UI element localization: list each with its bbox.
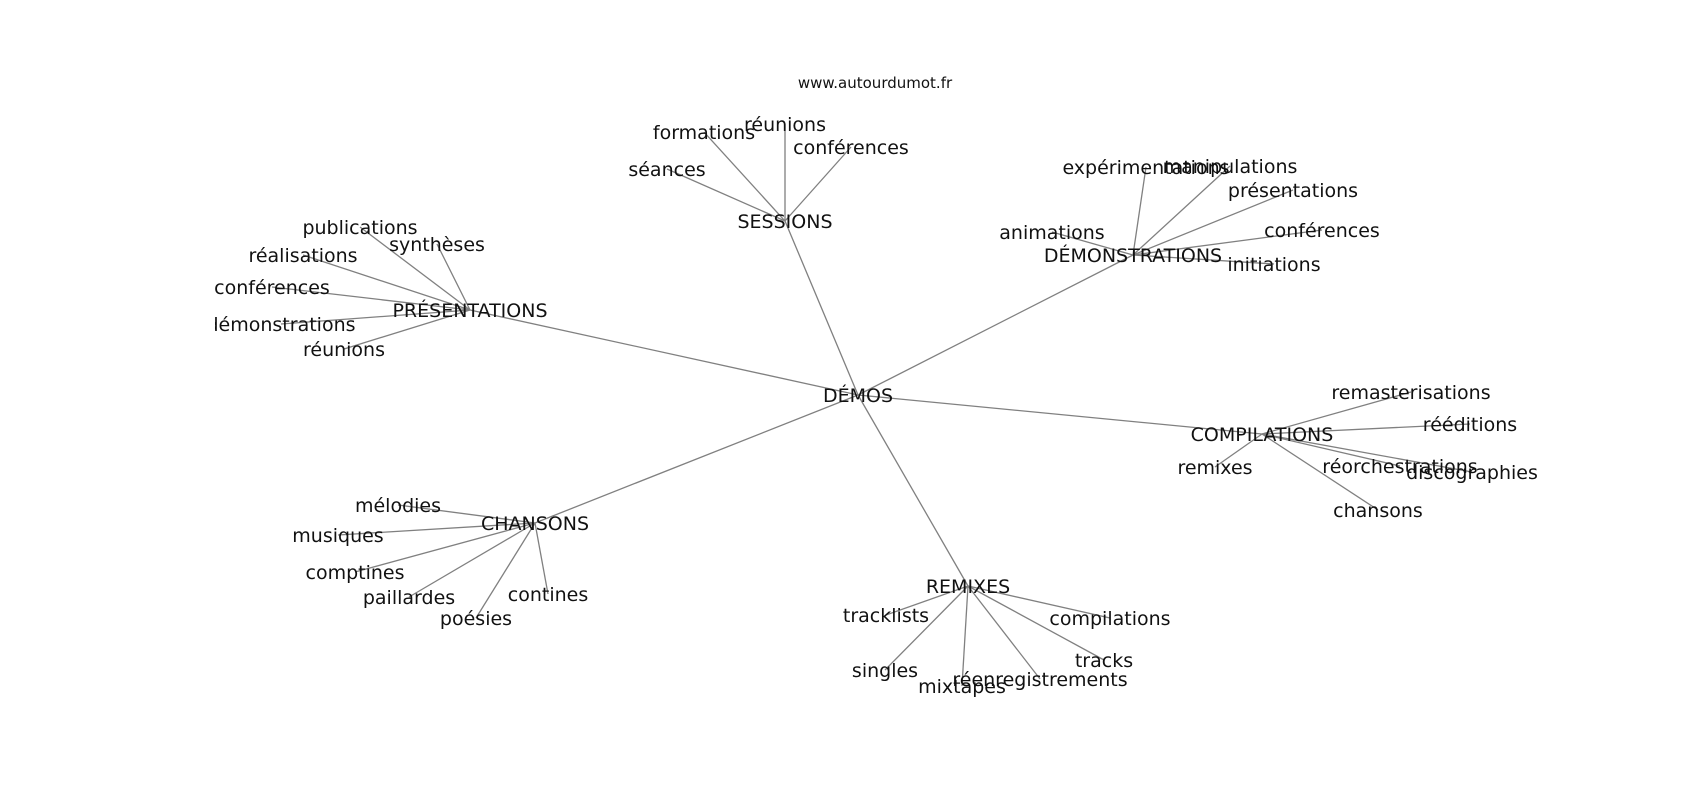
child-node-label: tracks bbox=[1075, 650, 1133, 672]
group-node-label: DÉMONSTRATIONS bbox=[1044, 244, 1222, 267]
edge-group-to-child bbox=[885, 585, 969, 616]
edge-group-to-child bbox=[1132, 166, 1147, 256]
edge-group-to-child bbox=[302, 254, 471, 311]
child-node-label: formations bbox=[653, 122, 755, 144]
edge-group-to-child bbox=[1132, 189, 1294, 256]
edge-group-to-child bbox=[337, 522, 536, 536]
site-url: www.autourdumot.fr bbox=[798, 74, 953, 92]
child-node-label: réorchestrations bbox=[1322, 456, 1477, 478]
edge-group-to-child bbox=[967, 585, 1041, 680]
child-node-label: paillardes bbox=[363, 587, 455, 609]
child-node-label: mixtapes bbox=[918, 676, 1006, 698]
child-node-label: réunions bbox=[303, 339, 385, 361]
edge-group-to-child bbox=[534, 522, 549, 595]
child-node-label: tracklists bbox=[843, 605, 929, 627]
edge-group-to-child bbox=[1261, 423, 1471, 435]
edge-group-to-child bbox=[784, 146, 852, 222]
edge-group-to-child bbox=[408, 522, 536, 598]
group-node-label: CHANSONS bbox=[481, 513, 589, 535]
child-node-label: initiations bbox=[1227, 254, 1320, 276]
edge-group-to-child bbox=[1261, 391, 1412, 435]
edge-group-to-child bbox=[1051, 231, 1134, 256]
edge-center-to-group bbox=[469, 309, 859, 396]
edge-group-to-child bbox=[1132, 254, 1275, 265]
child-node-label: compilations bbox=[1049, 608, 1170, 630]
center-node-label: DÉMOS bbox=[823, 384, 893, 407]
edge-group-to-child bbox=[436, 243, 471, 311]
edge-group-to-child bbox=[961, 585, 969, 687]
edge-group-to-child bbox=[271, 286, 471, 311]
edge-group-to-child bbox=[1132, 229, 1323, 256]
child-node-label: chansons bbox=[1333, 500, 1423, 522]
child-node-label: musiques bbox=[292, 525, 383, 547]
edge-group-to-child bbox=[343, 309, 471, 350]
group-node-label: COMPILATIONS bbox=[1191, 424, 1334, 446]
group-node-label: PRÉSENTATIONS bbox=[392, 299, 547, 322]
edge-center-to-group bbox=[857, 394, 1263, 435]
edge-group-to-child bbox=[666, 168, 786, 222]
edge-group-to-child bbox=[1261, 433, 1401, 467]
child-node-label: remixes bbox=[1177, 457, 1252, 479]
edge-group-to-child bbox=[280, 309, 471, 325]
edge-group-to-child bbox=[1214, 433, 1263, 468]
edge-group-to-child bbox=[1261, 433, 1379, 511]
edge-group-to-child bbox=[703, 131, 786, 222]
child-node-label: démonstrations bbox=[206, 314, 355, 336]
child-node-label: réenregistrements bbox=[952, 669, 1127, 691]
child-node-label: synthèses bbox=[389, 234, 485, 256]
edge-group-to-child bbox=[1132, 165, 1231, 256]
child-node-label: singles bbox=[852, 660, 918, 682]
edge-group-to-child bbox=[359, 226, 471, 311]
edge-group-to-child bbox=[475, 522, 536, 619]
child-node-label: conférences bbox=[793, 137, 909, 159]
group-node-label: SESSIONS bbox=[737, 211, 832, 233]
child-node-label: publications bbox=[302, 217, 417, 239]
child-node-label: présentations bbox=[1228, 180, 1358, 202]
child-node-label: mélodies bbox=[355, 495, 441, 517]
edge-group-to-child bbox=[967, 585, 1111, 619]
child-node-label: contines bbox=[508, 584, 588, 606]
child-node-label: comptines bbox=[306, 562, 405, 584]
child-node-label: animations bbox=[999, 222, 1104, 244]
edge-center-to-group bbox=[784, 220, 859, 396]
child-node-label: discographies bbox=[1406, 462, 1538, 484]
edge-center-to-group bbox=[857, 254, 1134, 396]
child-node-label: réunions bbox=[744, 114, 826, 136]
edge-center-to-group bbox=[857, 394, 969, 587]
edge-group-to-child bbox=[1261, 433, 1473, 473]
labels: DÉMOSSESSIONSformationsréunionsconférenc… bbox=[206, 114, 1538, 698]
group-node-label: REMIXES bbox=[926, 576, 1010, 598]
child-node-label: rééditions bbox=[1423, 414, 1517, 436]
edges bbox=[271, 124, 1473, 687]
edge-group-to-child bbox=[354, 522, 536, 573]
edge-group-to-child bbox=[397, 504, 536, 524]
edge-group-to-child bbox=[884, 585, 969, 671]
child-node-label: remasterisations bbox=[1331, 382, 1490, 404]
child-node-label: expérimentations bbox=[1062, 157, 1229, 179]
child-node-label: manipulations bbox=[1163, 156, 1298, 178]
child-node-label: séances bbox=[628, 159, 705, 181]
child-node-label: conférences bbox=[1264, 220, 1380, 242]
child-node-label: conférences bbox=[214, 277, 330, 299]
child-node-label: réalisations bbox=[248, 245, 357, 267]
child-node-label: poésies bbox=[440, 608, 512, 630]
edge-group-to-child bbox=[967, 585, 1105, 661]
edge-center-to-group bbox=[534, 394, 859, 524]
